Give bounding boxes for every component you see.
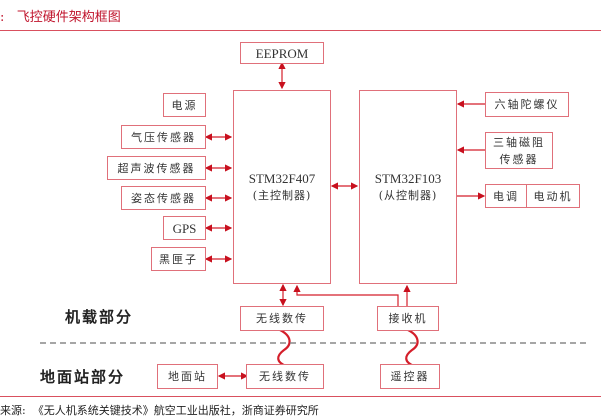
onboard-section-label: 机载部分 xyxy=(65,308,134,326)
gps-box: GPS xyxy=(163,216,206,240)
bottom-rule xyxy=(0,396,601,397)
main-controller-chip: STM32F407 xyxy=(248,171,316,186)
source-note: 来源: 《无人机系统关键技术》航空工业出版社，浙商证券研究所 xyxy=(0,404,319,417)
top-rule xyxy=(0,30,601,31)
motor-box: 电动机 xyxy=(526,184,580,208)
wireless-radio-icon xyxy=(277,329,291,368)
magnetometer-line1: 三轴磁阻 xyxy=(493,135,545,149)
magnetometer-box: 三轴磁阻 传感器 xyxy=(485,132,553,169)
ground-section-label: 地面站部分 xyxy=(40,368,126,386)
main-controller-role: (主控制器) xyxy=(252,189,312,202)
receiver-box: 接收机 xyxy=(377,306,439,331)
eeprom-box: EEPROM xyxy=(240,42,324,64)
wireless-rc-icon xyxy=(405,329,419,368)
receiver-main-link xyxy=(293,284,399,306)
esc-box: 电调 xyxy=(485,184,527,208)
power-box: 电源 xyxy=(163,93,206,117)
magnetometer-line2: 传感器 xyxy=(499,152,539,166)
blackbox-box: 黑匣子 xyxy=(151,247,206,271)
remote-control-box: 遥控器 xyxy=(380,364,440,389)
attitude-sensor-box: 姿态传感器 xyxy=(121,186,206,210)
ground-station-box: 地面站 xyxy=(157,364,218,389)
figure-title: : 飞控硬件架构框图 xyxy=(0,10,121,25)
barometer-box: 气压传感器 xyxy=(121,125,206,149)
ultrasonic-box: 超声波传感器 xyxy=(107,156,206,180)
onboard-radio-box: 无线数传 xyxy=(240,306,324,331)
main-controller-box: STM32F407 (主控制器) xyxy=(233,90,331,284)
slave-controller-role: (从控制器) xyxy=(378,189,438,202)
slave-controller-box: STM32F103 (从控制器) xyxy=(359,90,457,284)
slave-controller-chip: STM32F103 xyxy=(374,171,442,186)
ground-radio-box: 无线数传 xyxy=(246,364,324,389)
gyro-box: 六轴陀螺仪 xyxy=(485,92,569,117)
